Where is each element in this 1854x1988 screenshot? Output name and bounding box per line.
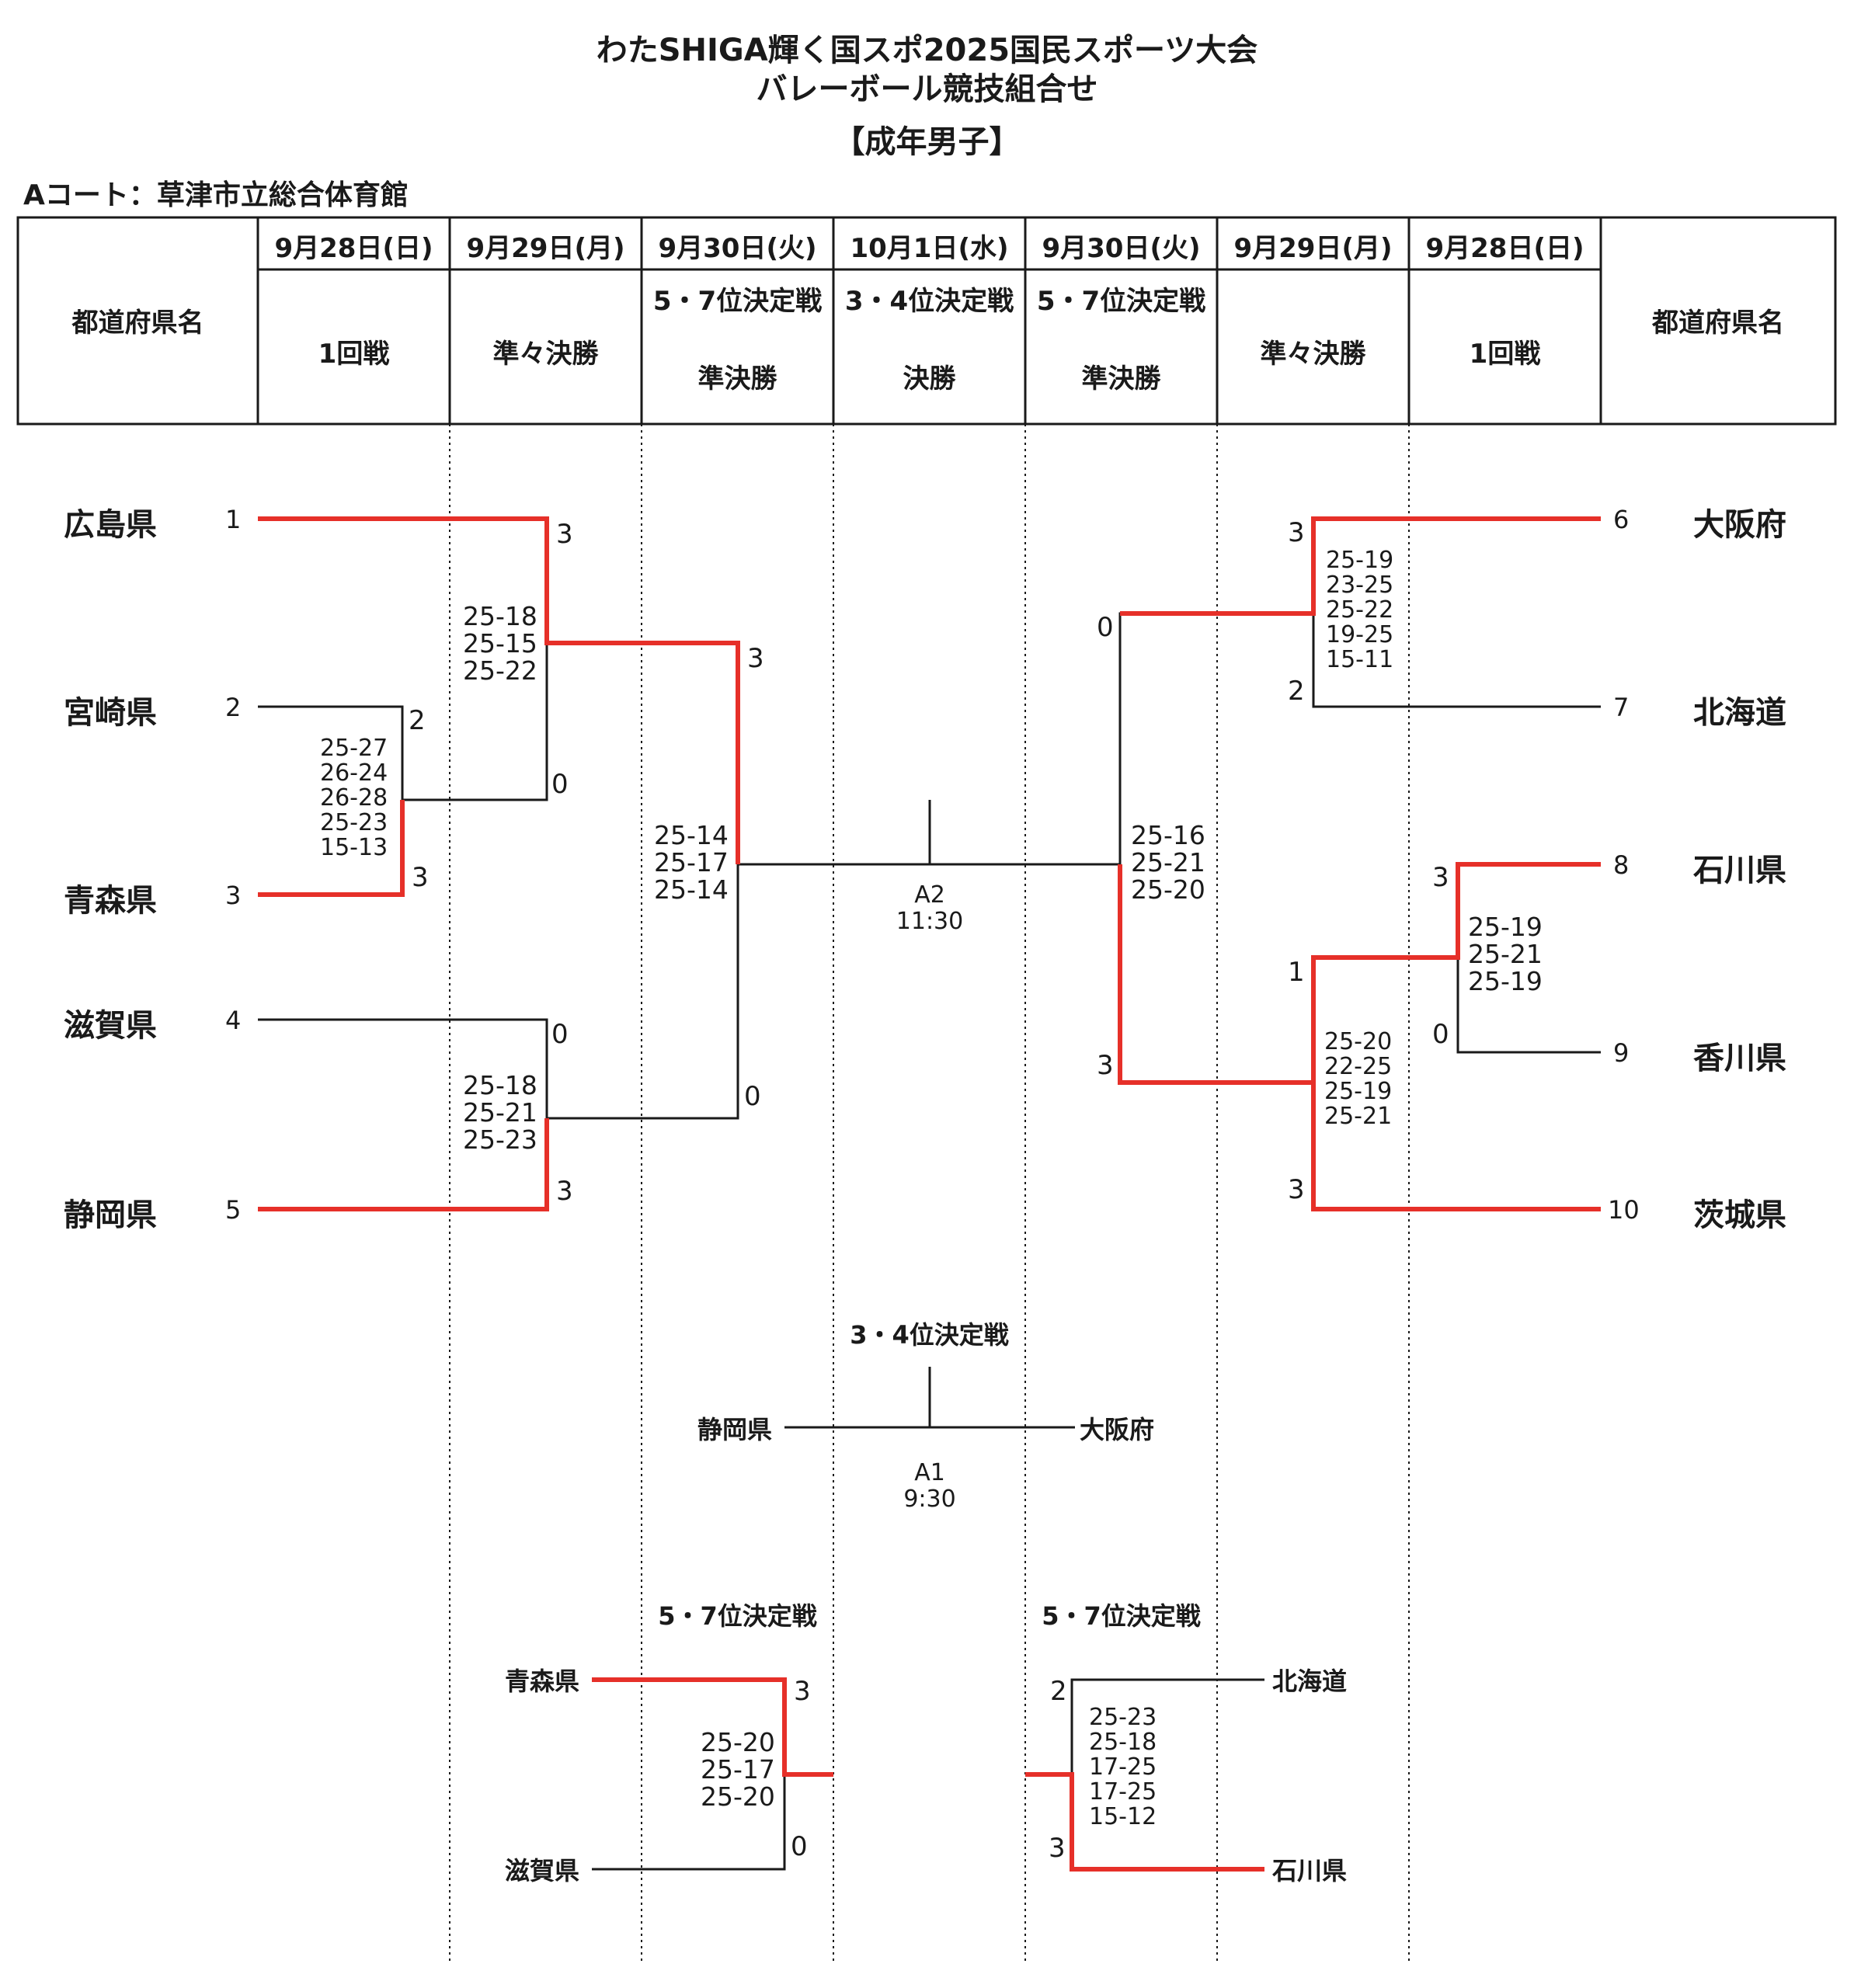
date-col-5: 9月30日(火) (1042, 233, 1201, 264)
fifth-right-top-team: 北海道 (1272, 1667, 1348, 1696)
fifth-left-bottom-team: 滋賀県 (505, 1856, 580, 1885)
seed-right-6: 6 (1613, 505, 1630, 534)
sf-left-score-a: 3 (747, 643, 764, 674)
team-right-8: 石川県 (1693, 853, 1786, 888)
round-col-4b: 決勝 (903, 363, 956, 394)
team-right-10: 茨城県 (1693, 1197, 1786, 1233)
title-line1: わたSHIGA輝く国スポ2025国民スポーツ大会 (596, 33, 1258, 68)
r1-left-top-score: 2 (409, 705, 426, 736)
r1-left-sets: 25-27 26-24 26-28 25-23 15-13 (320, 735, 388, 861)
header-table-border (16, 216, 1837, 426)
pref-header-left: 都道府県名 (71, 308, 204, 339)
qf-right-top-sets: 25-19 23-25 25-22 19-25 15-11 (1326, 547, 1394, 673)
third-place-code: A1 (914, 1459, 945, 1486)
sf-right-sets: 25-16 25-21 25-20 (1131, 820, 1205, 905)
sf-right-score-b: 3 (1097, 1050, 1114, 1081)
fifth-left-bottom-score: 0 (791, 1831, 808, 1862)
qf-left-bottom-sets: 25-18 25-21 25-23 (463, 1070, 537, 1155)
team-left-1: 広島県 (64, 507, 157, 543)
seed-left-4: 4 (225, 1006, 242, 1035)
team-left-3: 青森県 (64, 883, 157, 919)
r1-right-score-b: 0 (1432, 1019, 1449, 1050)
date-col-6: 9月29日(月) (1233, 233, 1393, 264)
qf-left-top-score-b: 0 (551, 769, 569, 800)
r1-left-bottom-score: 3 (412, 862, 429, 893)
team-left-2: 宮崎県 (64, 695, 157, 731)
round-col-4a: 3・4位決定戦 (844, 286, 1014, 317)
third-place-left-team: 静岡県 (697, 1415, 773, 1444)
round-col-5b: 準決勝 (1081, 363, 1161, 394)
qf-left-top-sets: 25-18 25-15 25-22 (463, 601, 537, 686)
fifth-right-label: 5・7位決定戦 (1042, 1601, 1201, 1631)
fifth-right-bottom-score: 3 (1049, 1833, 1066, 1864)
date-col-1: 9月28日(日) (274, 233, 433, 264)
qf-right-top-score-b: 2 (1288, 676, 1305, 707)
team-right-9: 香川県 (1693, 1041, 1786, 1076)
round-col-3a: 5・7位決定戦 (652, 286, 823, 317)
round-col-7: 1回戦 (1469, 339, 1541, 370)
team-left-4: 滋賀県 (64, 1008, 157, 1044)
final-code: A2 (914, 881, 945, 909)
seed-right-10: 10 (1608, 1195, 1640, 1225)
round-col-1: 1回戦 (318, 339, 390, 370)
fifth-right-sets: 25-23 25-18 17-25 17-25 15-12 (1089, 1704, 1157, 1830)
fifth-left-label: 5・7位決定戦 (658, 1601, 817, 1631)
sf-left-sets: 25-14 25-17 25-14 (654, 820, 729, 905)
final-time: 11:30 (896, 908, 964, 935)
third-place-right-team: 大阪府 (1080, 1415, 1155, 1444)
seed-left-1: 1 (225, 505, 242, 534)
round-col-3b: 準決勝 (697, 363, 777, 394)
sf-left-score-b: 0 (744, 1081, 761, 1112)
seed-right-9: 9 (1613, 1038, 1630, 1068)
fifth-left-top-team: 青森県 (505, 1667, 580, 1696)
seed-right-8: 8 (1613, 850, 1630, 880)
sf-right-score-a: 0 (1097, 612, 1114, 643)
fifth-left-top-score: 3 (794, 1676, 811, 1707)
qf-left-top-score-a: 3 (556, 519, 573, 550)
date-col-2: 9月29日(月) (466, 233, 625, 264)
seed-left-5: 5 (225, 1195, 242, 1225)
third-place-label: 3・4位決定戦 (850, 1320, 1009, 1350)
r1-right-score-a: 3 (1432, 862, 1449, 893)
qf-left-bottom-score-b: 3 (556, 1176, 573, 1207)
round-col-6: 準々決勝 (1260, 339, 1366, 370)
court-label: Aコート：草津市立総合体育館 (23, 179, 409, 211)
seed-left-3: 3 (225, 881, 242, 910)
title-line2: バレーボール競技組合せ (756, 71, 1098, 107)
third-place-time: 9:30 (903, 1486, 956, 1513)
qf-right-top-score-a: 3 (1288, 517, 1305, 548)
fifth-right-bottom-team: 石川県 (1272, 1856, 1348, 1885)
seed-right-7: 7 (1613, 693, 1630, 722)
date-col-3: 9月30日(火) (658, 233, 817, 264)
round-col-5a: 5・7位決定戦 (1036, 286, 1206, 317)
date-col-4: 10月1日(水) (850, 233, 1009, 264)
qf-left-bottom-score-a: 0 (551, 1019, 569, 1050)
fifth-right-top-score: 2 (1050, 1676, 1067, 1707)
category-label: 【成年男子】 (833, 124, 1021, 160)
r1-right-sets: 25-19 25-21 25-19 (1468, 912, 1543, 996)
team-left-5: 静岡県 (64, 1197, 157, 1233)
fifth-left-sets: 25-20 25-17 25-20 (701, 1727, 775, 1812)
qf-right-bottom-score-b: 3 (1288, 1174, 1305, 1205)
seed-left-2: 2 (225, 693, 242, 722)
team-right-6: 大阪府 (1693, 507, 1786, 543)
round-col-2: 準々決勝 (492, 339, 599, 370)
qf-right-bottom-score-a: 1 (1288, 957, 1305, 988)
qf-right-bottom-sets: 25-20 22-25 25-19 25-21 (1324, 1028, 1393, 1130)
date-col-7: 9月28日(日) (1425, 233, 1584, 264)
team-right-7: 北海道 (1693, 695, 1786, 731)
pref-header-right: 都道府県名 (1652, 308, 1784, 339)
